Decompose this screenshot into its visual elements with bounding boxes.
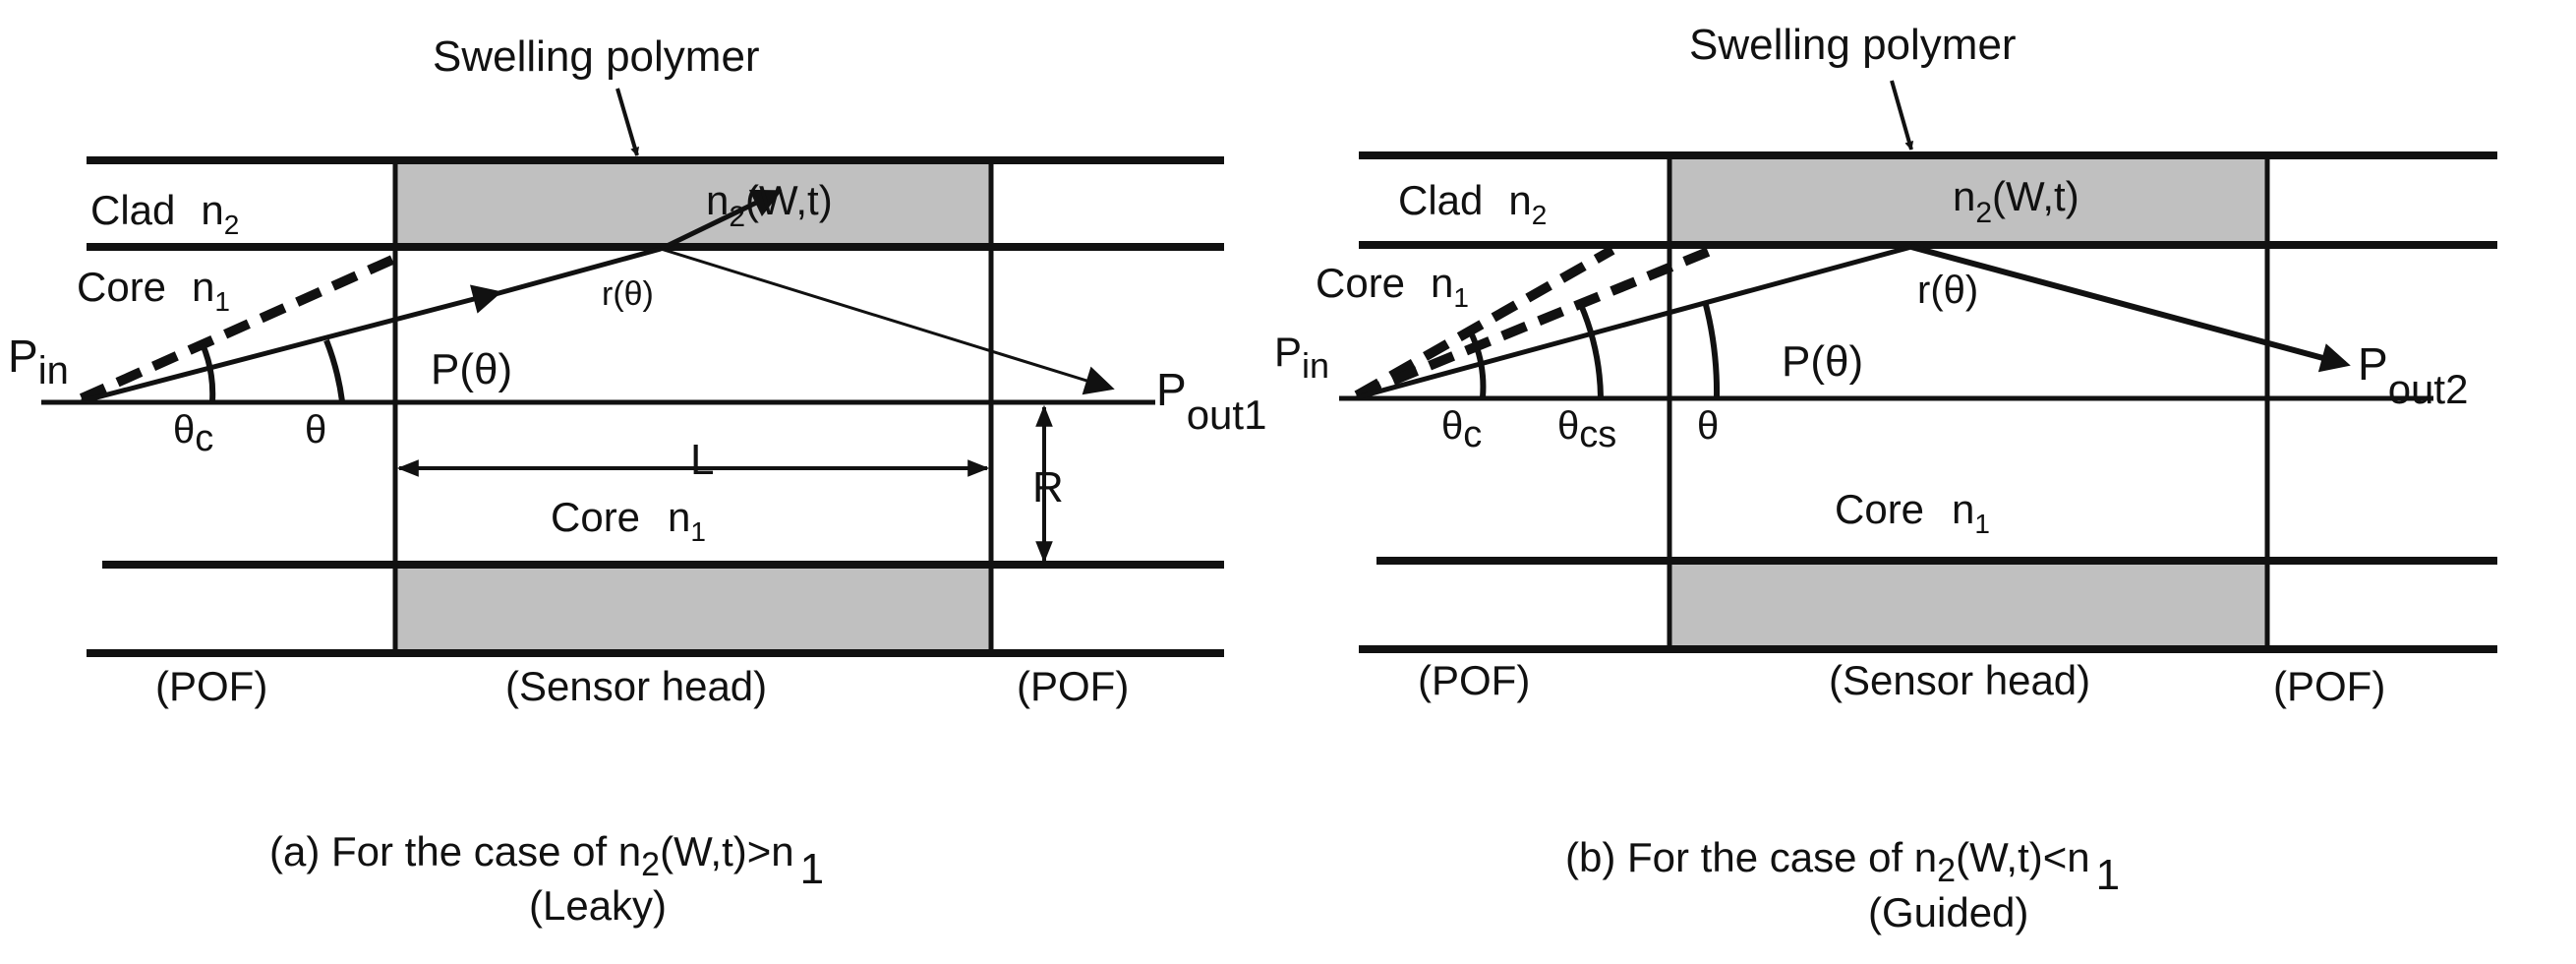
theta-c-label-a: θc	[173, 408, 213, 459]
theta-label-a: θ	[305, 408, 326, 452]
incident-ray-a	[81, 284, 502, 404]
pof-left-label-a: (POF)	[155, 663, 267, 709]
theta-arc-a	[323, 338, 345, 402]
critical-ray-cs-dashed-b	[1355, 245, 1715, 400]
swelling-polymer-label-a: Swelling polymer	[433, 32, 760, 81]
r-theta-label-b: r(θ)	[1917, 269, 1978, 312]
polymer-pointer-arrow-a	[615, 88, 640, 156]
p-in-label-a: Pin	[8, 331, 69, 392]
pof-right-label-a: (POF)	[1017, 663, 1129, 709]
theta-c-arc-b	[1468, 331, 1487, 398]
caption-a-case: (Leaky)	[529, 882, 667, 929]
p-out1-label-a: Pout1	[1156, 364, 1266, 438]
theta-label-b: θ	[1697, 404, 1719, 448]
length-label-a: L	[690, 436, 714, 484]
theta-cs-arc-b	[1578, 303, 1604, 398]
theta-arc-b	[1702, 300, 1721, 398]
incident-ray-cont-a	[491, 246, 662, 298]
p-theta-label-a: P(θ)	[431, 345, 512, 393]
reflected-ray-b	[1910, 244, 2351, 373]
swelling-polymer-label-b: Swelling polymer	[1689, 21, 2017, 69]
swelling-polymer-top-b	[1669, 155, 2267, 245]
polymer-pointer-arrow-b	[1890, 80, 1914, 151]
critical-ray-dashed-a	[79, 251, 404, 403]
swelling-polymer-bottom-a	[395, 565, 991, 653]
incident-ray-b	[1356, 244, 1912, 400]
p-out2-label-b: Pout2	[2358, 338, 2468, 412]
n2-wt-label-a: n2(W,t)	[706, 177, 833, 233]
theta-c-label-b: θc	[1441, 404, 1482, 455]
critical-ray-dashed-b	[1354, 245, 1615, 400]
r-theta-label-a: r(θ)	[602, 275, 654, 313]
pof-left-label-b: (POF)	[1418, 657, 1530, 703]
leaky-ray-upper-a	[659, 189, 783, 252]
p-in-label-b: Pin	[1274, 329, 1329, 386]
radius-label-a: R	[1032, 463, 1064, 512]
swelling-polymer-bottom-b	[1669, 561, 2267, 649]
theta-cs-label-b: θcs	[1557, 404, 1616, 455]
caption-b-case: (Guided)	[1868, 889, 2028, 935]
theta-c-arc-a	[200, 342, 216, 402]
n2-wt-label-b: n2(W,t)	[1953, 173, 2079, 229]
p-theta-label-b: P(θ)	[1782, 337, 1863, 386]
reflected-ray-a	[660, 247, 1115, 395]
pof-right-label-b: (POF)	[2273, 663, 2385, 709]
sensor-head-label-a: (Sensor head)	[505, 663, 767, 709]
sensor-head-label-b: (Sensor head)	[1829, 657, 2090, 703]
